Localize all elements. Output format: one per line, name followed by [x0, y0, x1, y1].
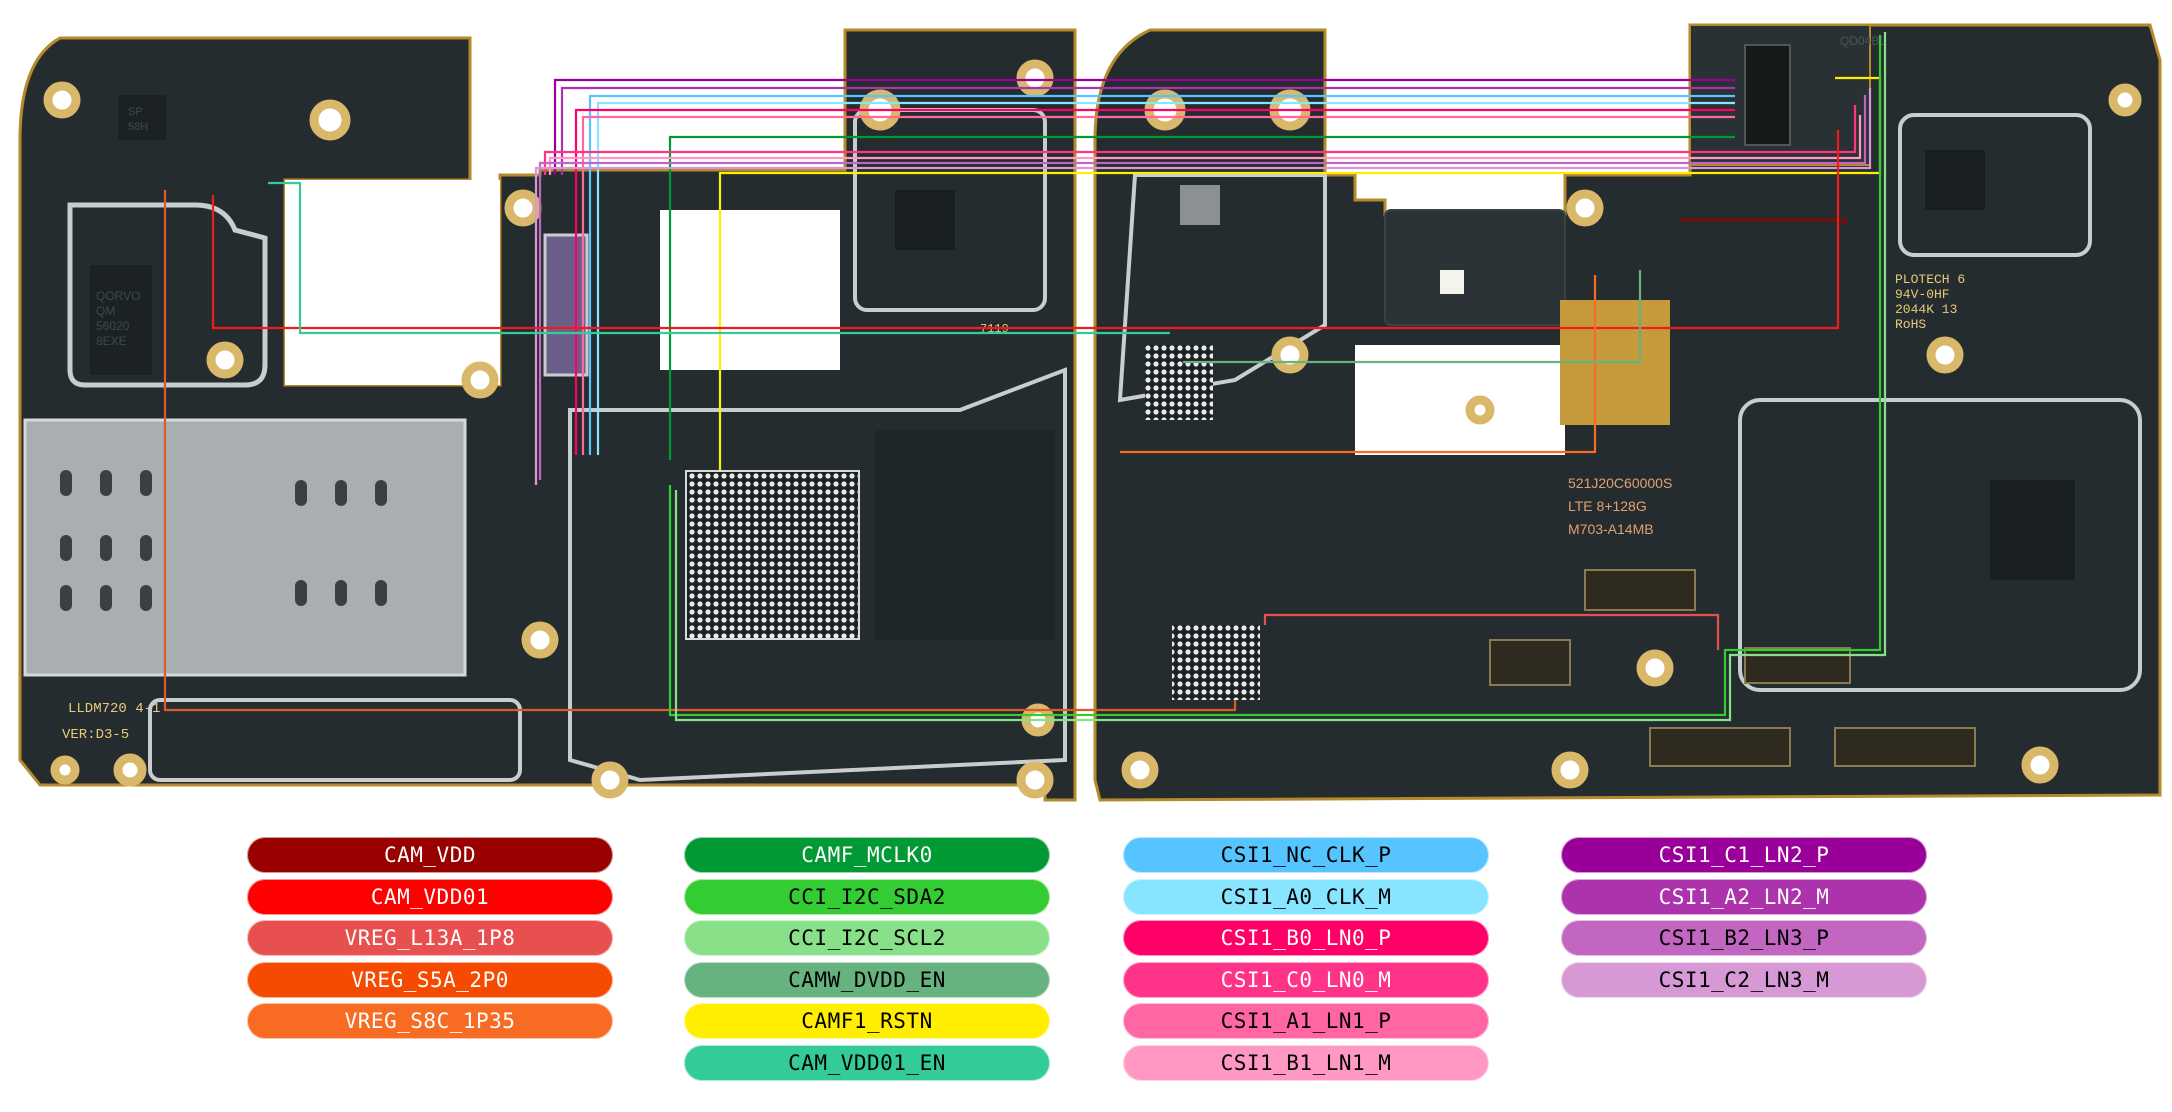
- trace-csi1-nc-clk-p: [588, 94, 1735, 455]
- trace-cci-i2c-scl2: [674, 32, 1887, 722]
- legend-item[interactable]: CAMF1_RSTN: [684, 1003, 1050, 1039]
- trace-csi1-c2-ln3-m: [534, 88, 1872, 485]
- fpc-connector-5: [1834, 727, 1976, 767]
- trace-vreg-l13a-1p8: [1263, 613, 1720, 650]
- cert-mark-1: PLOTECH 6: [1895, 272, 1965, 287]
- trace-csi1-a1-ln1-p: [581, 115, 1735, 455]
- flash-led-bracket: [1384, 209, 1566, 326]
- camera-btb-connector-right: [1744, 44, 1791, 146]
- legend-item[interactable]: CSI1_C1_LN2_P: [1561, 837, 1927, 873]
- rf-chip-mark-4: 8EXE: [96, 334, 127, 348]
- soc-shield: [568, 367, 1067, 783]
- trace-cci-i2c-sda2: [668, 35, 1882, 717]
- board-version-label: VER:D3-5: [62, 727, 129, 743]
- pmic-chip: [118, 95, 166, 140]
- legend-item[interactable]: CSI1_NC_CLK_P: [1123, 837, 1489, 873]
- trace-camw-dvdd-en: [1183, 270, 1642, 364]
- pmic-chip-mark-1: SP: [128, 106, 143, 118]
- legend-item[interactable]: VREG_L13A_1P8: [247, 920, 613, 956]
- legend-item[interactable]: CSI1_B0_LN0_P: [1123, 920, 1489, 956]
- legend-column-csi-b: CSI1_C1_LN2_P CSI1_A2_LN2_M CSI1_B2_LN3_…: [1561, 837, 1927, 1003]
- legend-item[interactable]: CSI1_A1_LN1_P: [1123, 1003, 1489, 1039]
- emmc-mark-1: 521J20C60000S: [1568, 475, 1672, 491]
- legend-item[interactable]: CSI1_C2_LN3_M: [1561, 961, 1927, 998]
- mounting-holes-right: [1121, 83, 2142, 789]
- right-board: 521J20C60000S LTE 8+128G M703-A14MB PLOT…: [1093, 23, 2162, 802]
- cert-mark-2: 94V-0HF: [1895, 287, 1950, 302]
- rf-shield: [67, 202, 268, 388]
- legend-item[interactable]: VREG_S8C_1P35: [247, 1003, 613, 1039]
- legend-item[interactable]: CAM_VDD01: [247, 878, 613, 915]
- trace-cam-vdd: [1680, 218, 1847, 225]
- trace-csi1-a2-ln2-m: [560, 86, 1735, 175]
- trace-csi1-b1-ln1-m: [548, 115, 1862, 175]
- pcb-board-diagram: QORVO QM 56020 8EXE SP 58H LLDM720 4-1 V…: [18, 23, 2162, 802]
- connector-mark-1: QD04BL: [1840, 34, 1886, 48]
- cert-mark-4: RoHS: [1895, 317, 1926, 332]
- emmc-mark-3: M703-A14MB: [1568, 521, 1654, 537]
- sim-contacts: [60, 470, 387, 611]
- trace-csi1-b0-ln0-p: [574, 108, 1735, 455]
- flash-led: [1440, 270, 1464, 294]
- pmic-chip-mark-2: 58H: [128, 121, 148, 133]
- board-model-label: LLDM720 4-1: [68, 701, 160, 717]
- right-shield: [1738, 398, 2142, 692]
- emmc-mark-2: LTE 8+128G: [1568, 498, 1647, 514]
- trace-vreg-s8c-1p35: [1120, 275, 1597, 454]
- rf-chip-mark-3: 56020: [96, 319, 130, 333]
- camera-btb-connector-left: [543, 233, 589, 377]
- sim-card-tray: [23, 418, 467, 677]
- legend-item[interactable]: CAMF_MCLK0: [684, 837, 1050, 873]
- cert-mark-3: 2044K 13: [1895, 302, 1957, 317]
- legend-column-csi-a: CSI1_NC_CLK_P CSI1_A0_CLK_M CSI1_B0_LN0_…: [1123, 837, 1489, 1086]
- legend-column-control: CAMF_MCLK0 CCI_I2C_SDA2 CCI_I2C_SCL2 CAM…: [684, 837, 1050, 1086]
- trace-camf-mclk0: [668, 135, 1735, 460]
- bga-chip-right-bottom: [1172, 625, 1260, 700]
- legend-item[interactable]: CCI_I2C_SDA2: [684, 878, 1050, 915]
- fpc-connector-3: [1744, 647, 1851, 684]
- left-board: QORVO QM 56020 8EXE SP 58H LLDM720 4-1 V…: [18, 28, 1077, 802]
- memory-chip: [875, 430, 1055, 640]
- fpc-connector-1: [1584, 569, 1696, 611]
- trace-vreg-s5a-2p0: [163, 190, 1237, 712]
- fpc-connector-4: [1649, 727, 1791, 767]
- top-right-shield: [1898, 113, 2092, 257]
- legend-item[interactable]: CSI1_C0_LN0_M: [1123, 961, 1489, 998]
- trace-cam-vdd01: [211, 130, 1840, 330]
- certification-marks: PLOTECH 6 94V-0HF 2044K 13 RoHS: [1895, 272, 1965, 332]
- bottom-shield: [148, 698, 522, 782]
- trace-csi1-c1-ln2-p: [553, 78, 1735, 175]
- trace-csi1-b2-ln3-p: [538, 95, 1867, 480]
- rf-chip-mark-1: QORVO: [96, 289, 140, 303]
- legend-item[interactable]: CSI1_A2_LN2_M: [1561, 878, 1927, 915]
- rf-chip-mark-2: QM: [96, 304, 115, 318]
- legend-item[interactable]: CAM_VDD: [247, 837, 613, 873]
- emmc-marking: 521J20C60000S LTE 8+128G M703-A14MB: [1568, 475, 1672, 537]
- rf-chip: [90, 265, 152, 375]
- trace-csi1-a0-clk-m: [596, 101, 1735, 455]
- bga-chip-right: [1145, 345, 1213, 420]
- signal-traces: [163, 32, 1887, 722]
- legend-item[interactable]: VREG_S5A_2P0: [247, 961, 613, 998]
- legend-item[interactable]: CSI1_B2_LN3_P: [1561, 920, 1927, 956]
- legend-column-power: CAM_VDD CAM_VDD01 VREG_L13A_1P8 VREG_S5A…: [247, 837, 613, 1045]
- legend-item[interactable]: CSI1_B1_LN1_M: [1123, 1044, 1489, 1081]
- legend-item[interactable]: CSI1_A0_CLK_M: [1123, 878, 1489, 915]
- legend-item[interactable]: CAM_VDD01_EN: [684, 1044, 1050, 1081]
- trace-cam-vdd01-en: [268, 181, 1170, 335]
- legend-item[interactable]: CAMW_DVDD_EN: [684, 961, 1050, 998]
- legend-item[interactable]: CCI_I2C_SCL2: [684, 920, 1050, 956]
- fpc-connector-2: [1489, 639, 1571, 686]
